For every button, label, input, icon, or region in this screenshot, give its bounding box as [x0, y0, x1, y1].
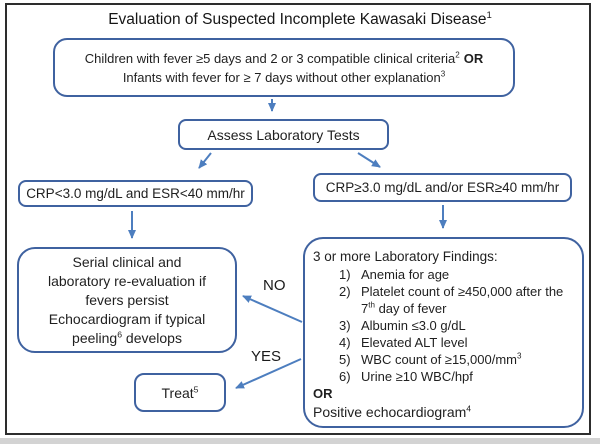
- treat-text: Treat: [161, 384, 194, 401]
- edge-label-yes: YES: [251, 348, 282, 365]
- item-text-sup: 3: [516, 351, 522, 361]
- findings-item: 3) Albumin ≤3.0 g/dL: [313, 317, 574, 334]
- item-text: Anemia for age: [361, 266, 574, 283]
- item-text: WBC count of ≥15,000/mm3: [361, 351, 574, 368]
- title-main: Evaluation of Suspected Incomplete Kawas…: [108, 11, 487, 28]
- item-text-pre: Elevated ALT level: [361, 335, 468, 350]
- serial-line-2: laboratory re-evaluation if: [48, 272, 206, 289]
- assess-label: Assess Laboratory Tests: [207, 126, 360, 143]
- findings-heading: 3 or more Laboratory Findings:: [313, 249, 498, 264]
- findings-item: 4) Elevated ALT level: [313, 334, 574, 351]
- diagram-title: Evaluation of Suspected Incomplete Kawas…: [0, 11, 600, 29]
- findings-item: 2) Platelet count of ≥450,000 after the …: [313, 283, 574, 317]
- criteria-footnote-3: 3: [440, 69, 446, 79]
- serial-footnote-6: 6: [117, 328, 123, 339]
- item-number: 2): [339, 284, 351, 299]
- entry-criteria-box: Children with fever ≥5 days and 2 or 3 c…: [53, 38, 515, 97]
- criteria-line-1: Children with fever ≥5 days and 2 or 3 c…: [85, 49, 484, 68]
- findings-footer-text: Positive echocardiogram: [313, 404, 467, 420]
- criteria-line1-text: Children with fever ≥5 days and 2 or 3 c…: [84, 50, 456, 66]
- item-text: Elevated ALT level: [361, 334, 574, 351]
- item-text-pre: Anemia for age: [361, 267, 450, 282]
- findings-item: 1) Anemia for age: [313, 266, 574, 283]
- item-number: 6): [339, 369, 351, 384]
- item-text-pre: Urine ≥10 WBC/hpf: [361, 369, 473, 384]
- findings-footer: Positive echocardiogram4: [313, 403, 574, 422]
- crp-high-branch-box: CRP≥3.0 mg/dL and/or ESR≥40 mm/hr: [313, 173, 572, 202]
- serial-line-5: peeling6 develops: [72, 329, 182, 348]
- findings-or-connector: OR: [313, 386, 333, 401]
- crp-low-label: CRP<3.0 mg/dL and ESR<40 mm/hr: [26, 186, 245, 201]
- item-number: 3): [339, 318, 351, 333]
- serial-line5-post: develops: [122, 329, 182, 346]
- item-text-post: day of fever: [374, 301, 447, 316]
- findings-item: 5) WBC count of ≥15,000/mm3: [313, 351, 574, 368]
- criteria-or-connector: OR: [463, 50, 484, 66]
- criteria-line-2: Infants with fever for ≥ 7 days without …: [123, 68, 445, 87]
- assess-laboratory-tests-box: Assess Laboratory Tests: [178, 119, 389, 150]
- item-text-sup: th: [368, 300, 375, 310]
- treat-footnote-5: 5: [193, 383, 199, 394]
- serial-line-3: fevers persist: [85, 291, 169, 308]
- bottom-edge-strip: [0, 438, 600, 444]
- item-text: Platelet count of ≥450,000 after the 7th…: [361, 283, 574, 317]
- item-text-pre: WBC count of ≥15,000/mm: [361, 352, 517, 367]
- criteria-footnote-2: 2: [455, 50, 460, 60]
- item-text: Albumin ≤3.0 g/dL: [361, 317, 574, 334]
- treat-label: Treat5: [162, 385, 199, 401]
- crp-low-branch-box: CRP<3.0 mg/dL and ESR<40 mm/hr: [18, 180, 253, 207]
- serial-line-1: Serial clinical and: [72, 253, 182, 270]
- item-text: Urine ≥10 WBC/hpf: [361, 368, 574, 385]
- laboratory-findings-box: 3 or more Laboratory Findings: 1) Anemia…: [303, 237, 584, 428]
- treat-box: Treat5: [134, 373, 226, 412]
- item-text-pre: Platelet count of ≥450,000 after the 7: [361, 284, 564, 316]
- serial-evaluation-box: Serial clinical and laboratory re-evalua…: [17, 247, 237, 353]
- crp-high-label: CRP≥3.0 mg/dL and/or ESR≥40 mm/hr: [325, 180, 560, 195]
- item-number: 4): [339, 335, 351, 350]
- serial-line-4: Echocardiogram if typical: [48, 310, 206, 327]
- findings-footnote-4: 4: [466, 403, 472, 414]
- title-footnote: 1: [486, 9, 492, 21]
- item-number: 5): [339, 352, 351, 367]
- edge-label-no: NO: [263, 277, 286, 294]
- item-number: 1): [339, 267, 351, 282]
- findings-item: 6) Urine ≥10 WBC/hpf: [313, 368, 574, 385]
- item-text-pre: Albumin ≤3.0 g/dL: [361, 318, 466, 333]
- criteria-line2-text: Infants with fever for ≥ 7 days without …: [122, 69, 441, 85]
- serial-line5-text: peeling: [72, 329, 118, 346]
